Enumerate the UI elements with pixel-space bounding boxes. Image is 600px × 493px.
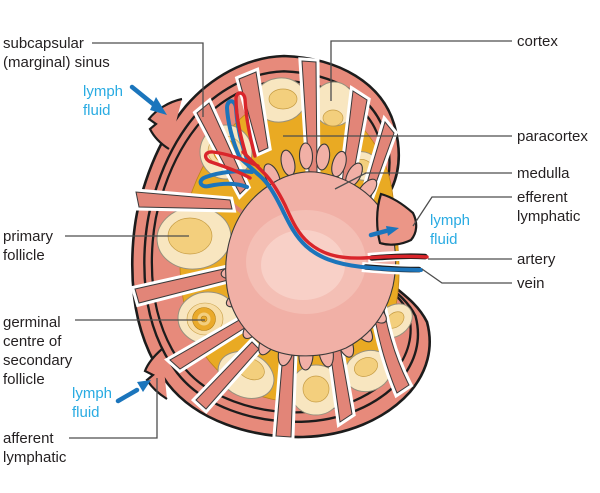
leader-medulla: [334, 172, 512, 190]
leader-cortex: [330, 40, 512, 101]
lymph-flow-arrow-in-bottom: [115, 387, 140, 404]
afferent-entry-bump-bottom-outline: [143, 348, 168, 400]
follicle-centre: [322, 109, 344, 127]
lymph-flow-arrowhead-in-bottom: [137, 380, 151, 392]
artery-vessel: [241, 150, 429, 260]
vein-vessel: [238, 156, 423, 272]
efferent-lymphatic-vessel: [376, 192, 418, 246]
afferent-entry-bump-top-outline: [147, 97, 183, 150]
leader-efferent-lymphatic: [412, 196, 512, 227]
lymph-flow-arrowhead-out: [386, 226, 399, 236]
label-efferent-lymphatic: efferent lymphatic: [517, 189, 581, 225]
label-primary-follicle: primary follicle: [3, 228, 54, 264]
label-vein: vein: [517, 275, 545, 292]
artery-loop: [234, 91, 257, 158]
artery-loop: [203, 150, 260, 180]
label-subcapsular-sinus: subcapsular (marginal) sinus: [3, 35, 110, 71]
trabecula: [135, 191, 233, 210]
label-paracortex: paracortex: [517, 128, 588, 145]
lymph-flow-arrow-in-top: [129, 84, 156, 107]
lymph-node-body: [130, 54, 431, 441]
label-cortex: cortex: [517, 33, 558, 50]
medulla-region: [220, 142, 397, 371]
medulla-finger: [298, 142, 314, 170]
leader-vein: [421, 268, 512, 284]
label-artery: artery: [517, 251, 556, 268]
medulla-finger: [315, 143, 331, 171]
label-afferent-lymphatic: afferent lymphatic: [3, 430, 67, 466]
label-germinal-centre: germinal centre of secondary follicle: [3, 314, 73, 388]
vein-loop: [198, 169, 254, 189]
lymph-flow-arrows: [115, 84, 399, 404]
leader-subcapsular-sinus: [92, 42, 204, 117]
label-medulla: medulla: [517, 165, 570, 182]
germinal-core-dot: [200, 315, 208, 323]
trabecula: [238, 71, 269, 153]
follicle-centre: [302, 375, 330, 403]
lymph-flow-arrowhead-in-top: [150, 97, 167, 115]
label-lymph-fluid-right: lymph fluid: [430, 212, 471, 248]
leader-afferent-lymphatic: [69, 378, 158, 439]
lymph-flow-arrow-out: [368, 228, 389, 238]
label-lymph-fluid-bottom: lymph fluid: [72, 385, 113, 421]
blood-vessels: [198, 91, 429, 275]
follicle-centre: [354, 357, 378, 377]
label-lymph-fluid-top: lymph fluid: [83, 83, 124, 119]
follicle-centre: [268, 88, 298, 110]
medulla-inner-core: [261, 230, 345, 300]
leader-lines: [65, 40, 512, 439]
